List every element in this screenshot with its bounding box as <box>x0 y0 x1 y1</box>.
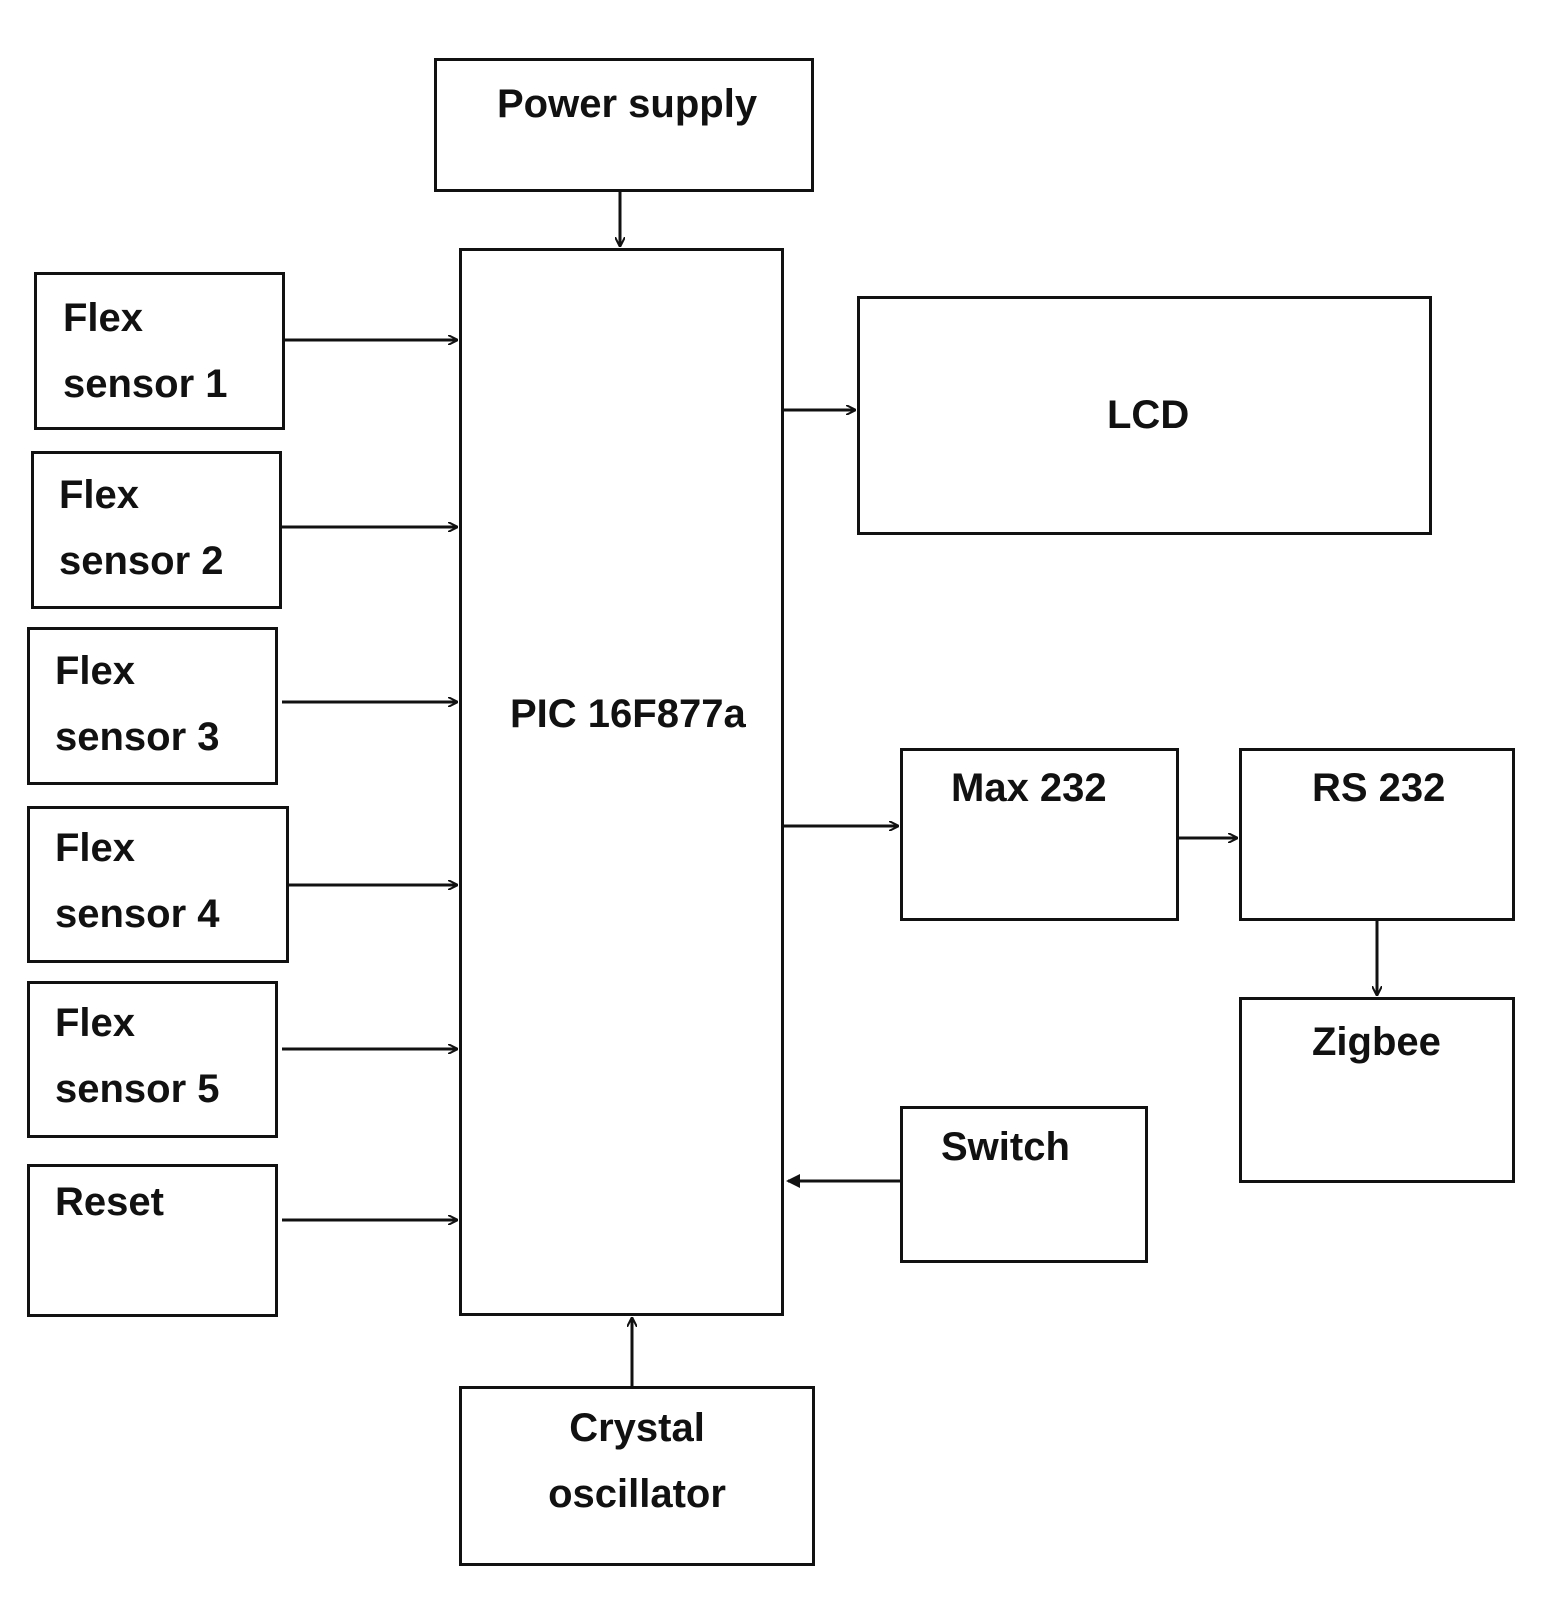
power-supply-block: Power supply <box>434 58 814 192</box>
flex-sensor-4-label: Flex sensor 4 <box>55 826 220 936</box>
max232-block: Max 232 <box>900 748 1179 921</box>
flex-sensor-1-label: Flex sensor 1 <box>63 296 228 406</box>
reset-label: Reset <box>55 1180 164 1224</box>
crystal-oscillator-label: Crystal oscillator <box>548 1406 726 1516</box>
flex-sensor-5-block: Flex sensor 5 <box>27 981 278 1138</box>
microcontroller-label: PIC 16F877a <box>510 692 746 736</box>
flex-sensor-3-block: Flex sensor 3 <box>27 627 278 785</box>
zigbee-label: Zigbee <box>1312 1020 1441 1064</box>
flex-sensor-2-block: Flex sensor 2 <box>31 451 282 609</box>
rs232-label: RS 232 <box>1312 766 1446 810</box>
zigbee-block: Zigbee <box>1239 997 1515 1183</box>
max232-label: Max 232 <box>951 766 1107 810</box>
rs232-block: RS 232 <box>1239 748 1515 921</box>
switch-block: Switch <box>900 1106 1148 1263</box>
reset-block: Reset <box>27 1164 278 1317</box>
switch-label: Switch <box>941 1125 1070 1169</box>
flex-sensor-3-label: Flex sensor 3 <box>55 649 220 759</box>
lcd-label: LCD <box>1107 393 1190 437</box>
flex-sensor-5-label: Flex sensor 5 <box>55 1001 220 1111</box>
flex-sensor-4-block: Flex sensor 4 <box>27 806 289 963</box>
lcd-block: LCD <box>857 296 1432 535</box>
microcontroller-block: PIC 16F877a <box>459 248 784 1316</box>
power-supply-label: Power supply <box>497 82 758 126</box>
flex-sensor-2-label: Flex sensor 2 <box>59 473 224 583</box>
flex-sensor-1-block: Flex sensor 1 <box>34 272 285 430</box>
crystal-oscillator-block: Crystal oscillator <box>459 1386 815 1566</box>
